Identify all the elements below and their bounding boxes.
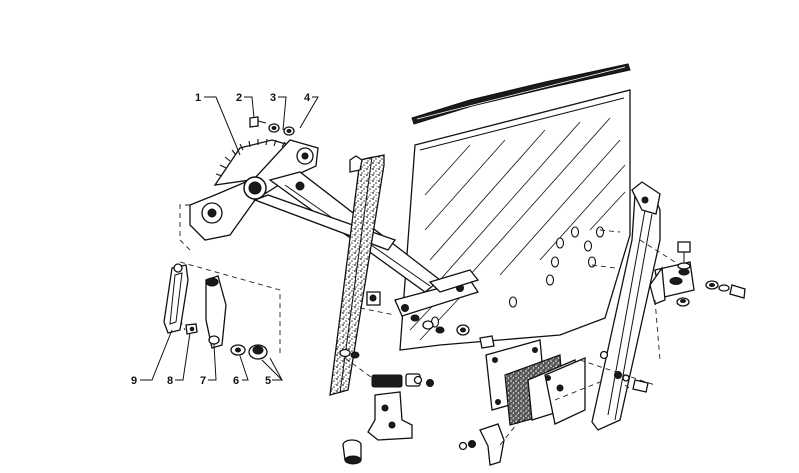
crank-arm <box>205 275 227 349</box>
lower-clip-bracket <box>367 373 421 441</box>
dashed-leaders <box>179 204 676 446</box>
callout-label: 8 <box>167 375 173 387</box>
rear-bracket <box>649 261 695 305</box>
window-crank-handle <box>163 263 189 334</box>
fasteners-row <box>339 291 649 393</box>
callout-label: 5 <box>265 375 271 387</box>
handle-screw <box>185 323 198 335</box>
spacer-washer <box>230 344 246 356</box>
bolt <box>676 241 691 307</box>
callout-label: 9 <box>131 375 137 387</box>
bushing <box>342 439 362 465</box>
callout-labels: 1 2 3 4 5 6 7 8 9 <box>131 92 311 387</box>
front-guide-rail <box>329 154 385 396</box>
callout-label: 3 <box>270 92 276 104</box>
lower-mounting-plates <box>485 339 586 426</box>
callout-label: 1 <box>195 92 201 104</box>
callout-label: 6 <box>233 375 239 387</box>
window-glass <box>399 89 631 351</box>
side-bolt <box>705 280 746 299</box>
callout-label: 7 <box>200 375 206 387</box>
callout-label: 4 <box>304 92 311 104</box>
hook-bracket <box>458 423 505 466</box>
top-seal-strip <box>411 63 631 125</box>
callout-leaders <box>140 96 319 381</box>
screw <box>249 116 267 128</box>
lock-washer <box>268 123 280 133</box>
nut <box>283 126 295 136</box>
callout-label: 2 <box>236 92 242 104</box>
escutcheon-rosette <box>248 344 268 360</box>
